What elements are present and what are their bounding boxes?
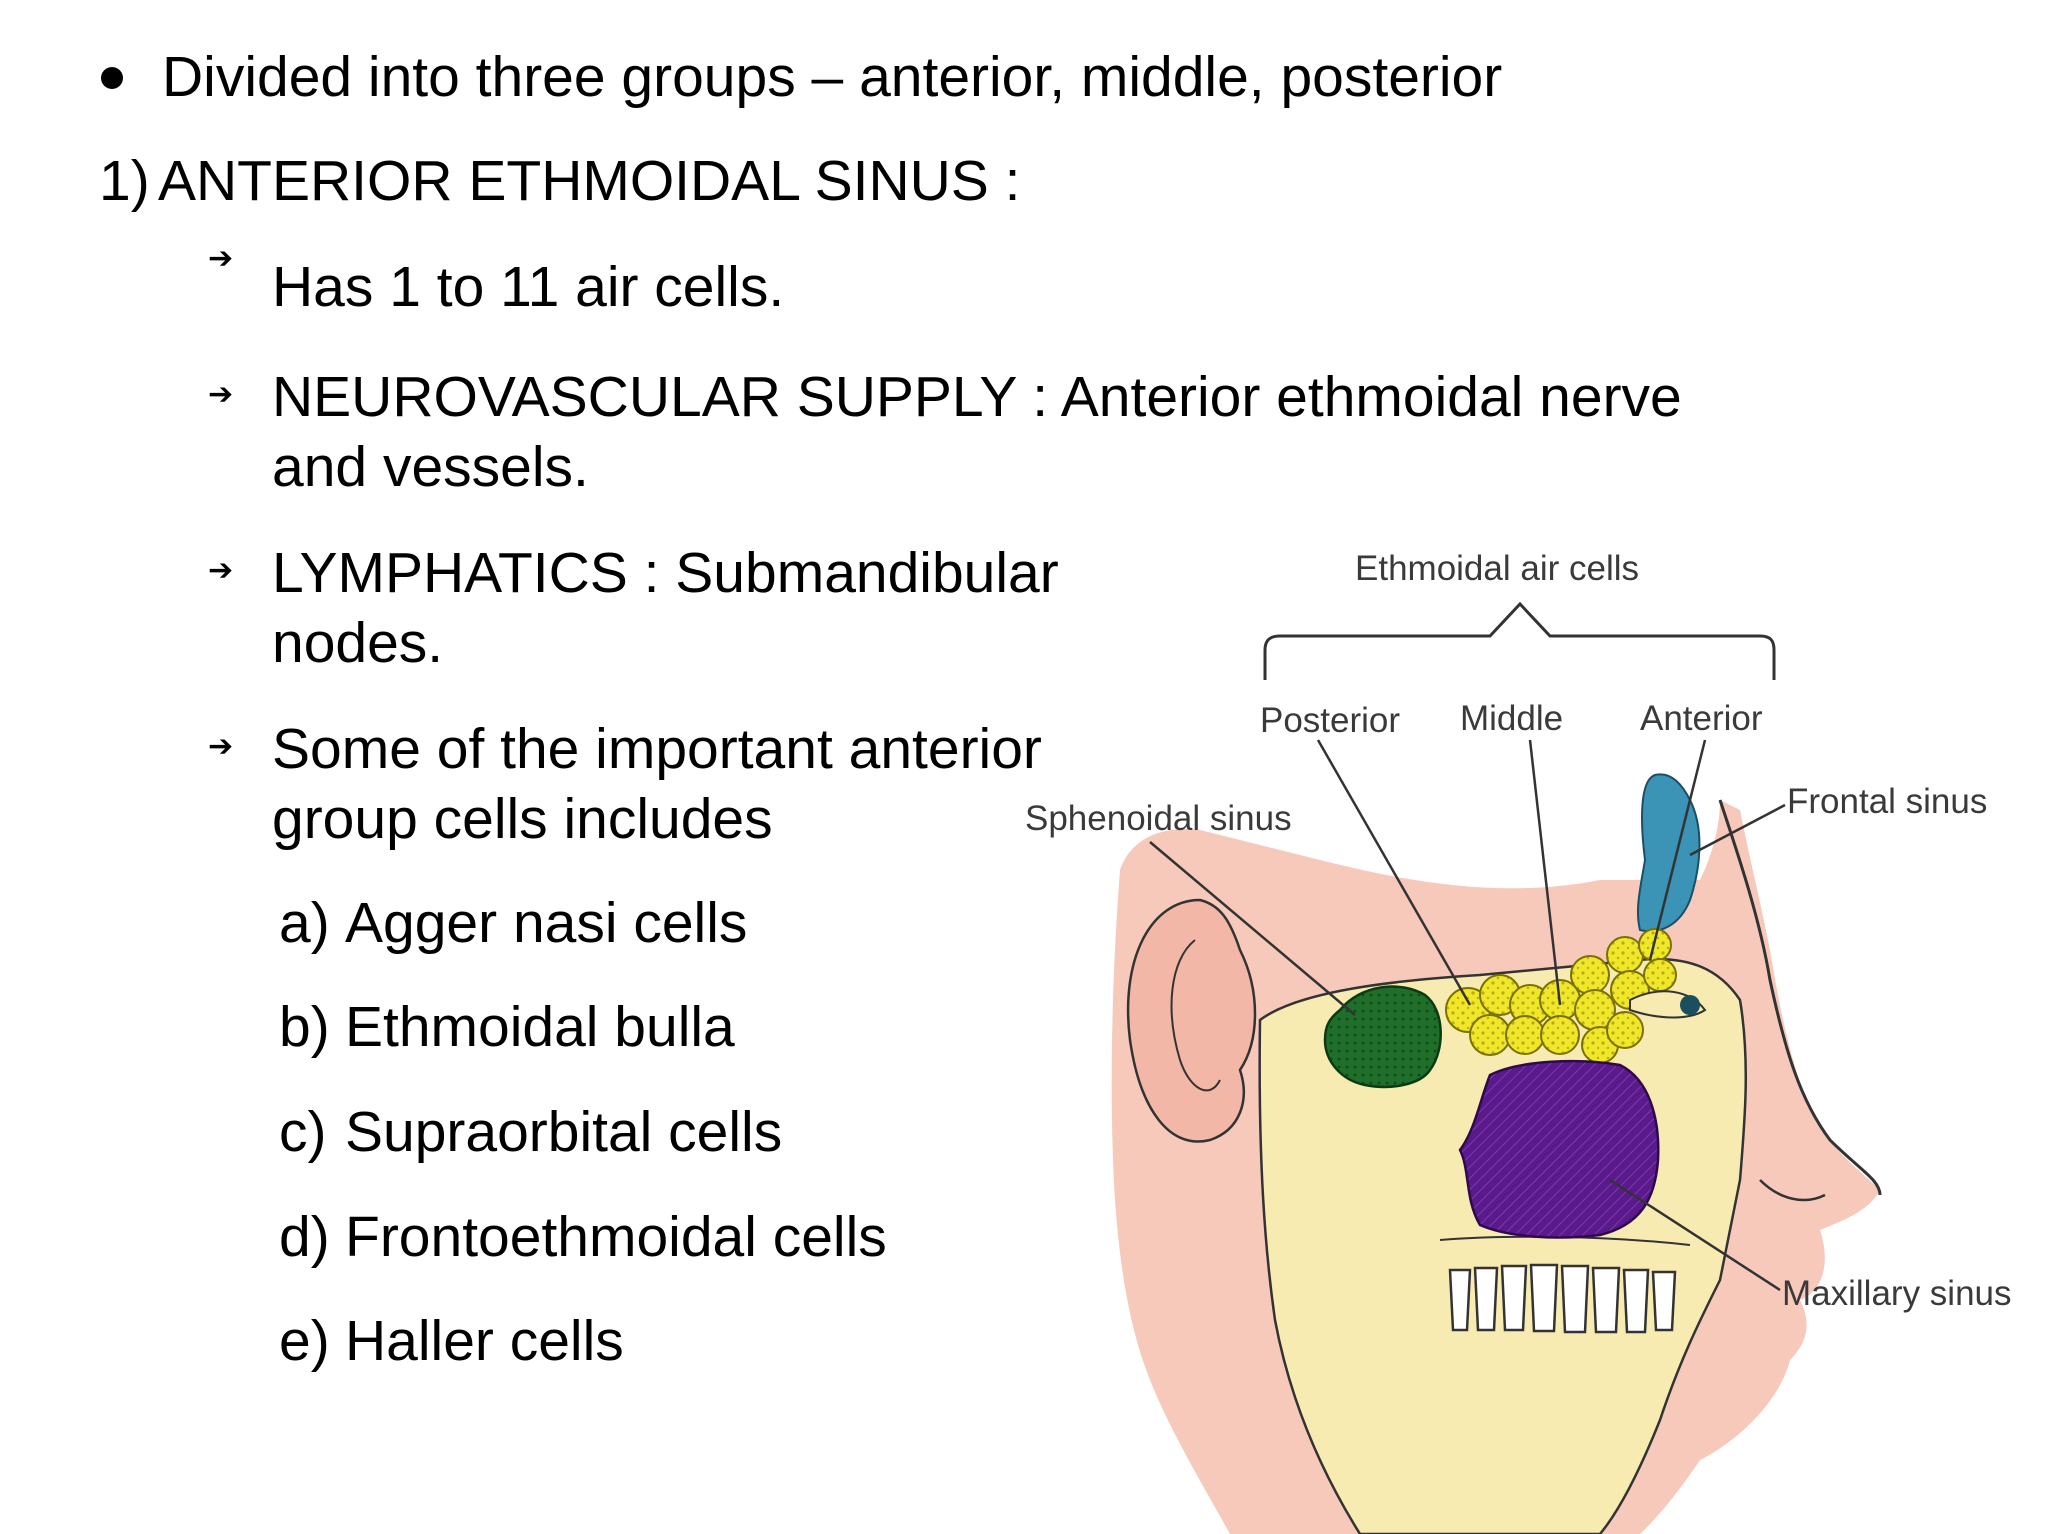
intro-bullet-text: Divided into three groups – anterior, mi… <box>162 45 1503 109</box>
cell-list-item: Haller cells <box>345 1309 624 1373</box>
point-2-line-2: and vessels. <box>272 435 589 499</box>
label-maxillary-sinus: Maxillary sinus <box>1782 1274 2012 1313</box>
label-sphenoidal-sinus: Sphenoidal sinus <box>1025 799 1292 838</box>
point-4-line-2: group cells includes <box>272 787 773 851</box>
cell-list-item: Agger nasi cells <box>345 891 748 955</box>
arrow-bullet-icon: ➔ <box>208 242 234 275</box>
label-ethmoidal-air-cells: Ethmoidal air cells <box>1355 549 1639 588</box>
point-1-line-1: Has 1 to 11 air cells. <box>272 255 785 319</box>
cell-list-item: Frontoethmoidal cells <box>345 1205 887 1269</box>
cell-list-item: Supraorbital cells <box>345 1100 783 1164</box>
arrow-bullet-icon: ➔ <box>208 730 234 763</box>
arrow-bullet-icon: ➔ <box>208 554 234 587</box>
ear-shape <box>1126 898 1257 1143</box>
point-2-line-1: NEUROVASCULAR SUPPLY : Anterior ethmoida… <box>272 365 1682 429</box>
point-4-line-1: Some of the important anterior <box>272 717 1042 781</box>
leader-lines <box>1149 739 1786 1292</box>
section-heading: ANTERIOR ETHMOIDAL SINUS : <box>158 149 1021 213</box>
teeth-row <box>1448 1263 1677 1334</box>
section-number: 1) <box>99 149 150 213</box>
cell-list-item: Ethmoidal bulla <box>345 995 735 1059</box>
cell-list-letter: d) <box>279 1205 330 1269</box>
label-posterior: Posterior <box>1260 701 1400 740</box>
ethmoidal-bracket <box>1263 601 1776 680</box>
point-3-line-1: LYMPHATICS : Submandibular <box>272 541 1059 605</box>
bullet-dot-icon <box>101 67 123 89</box>
point-3-line-2: nodes. <box>272 611 444 675</box>
cell-list-letter: c) <box>279 1100 327 1164</box>
paranasal-sinus-diagram: Ethmoidal air cells Posterior Middle Ant… <box>1025 549 2012 1534</box>
label-anterior: Anterior <box>1640 699 1763 738</box>
label-middle: Middle <box>1460 699 1563 738</box>
arrow-bullet-icon: ➔ <box>208 378 234 411</box>
cell-list-letter: a) <box>279 891 330 955</box>
maxillary-sinus-shape <box>1458 1059 1660 1239</box>
cell-list-letter: b) <box>279 995 330 1059</box>
cell-list-letter: e) <box>279 1309 330 1373</box>
sphenoidal-sinus-shape <box>1323 985 1442 1089</box>
label-frontal-sinus: Frontal sinus <box>1787 782 1987 821</box>
